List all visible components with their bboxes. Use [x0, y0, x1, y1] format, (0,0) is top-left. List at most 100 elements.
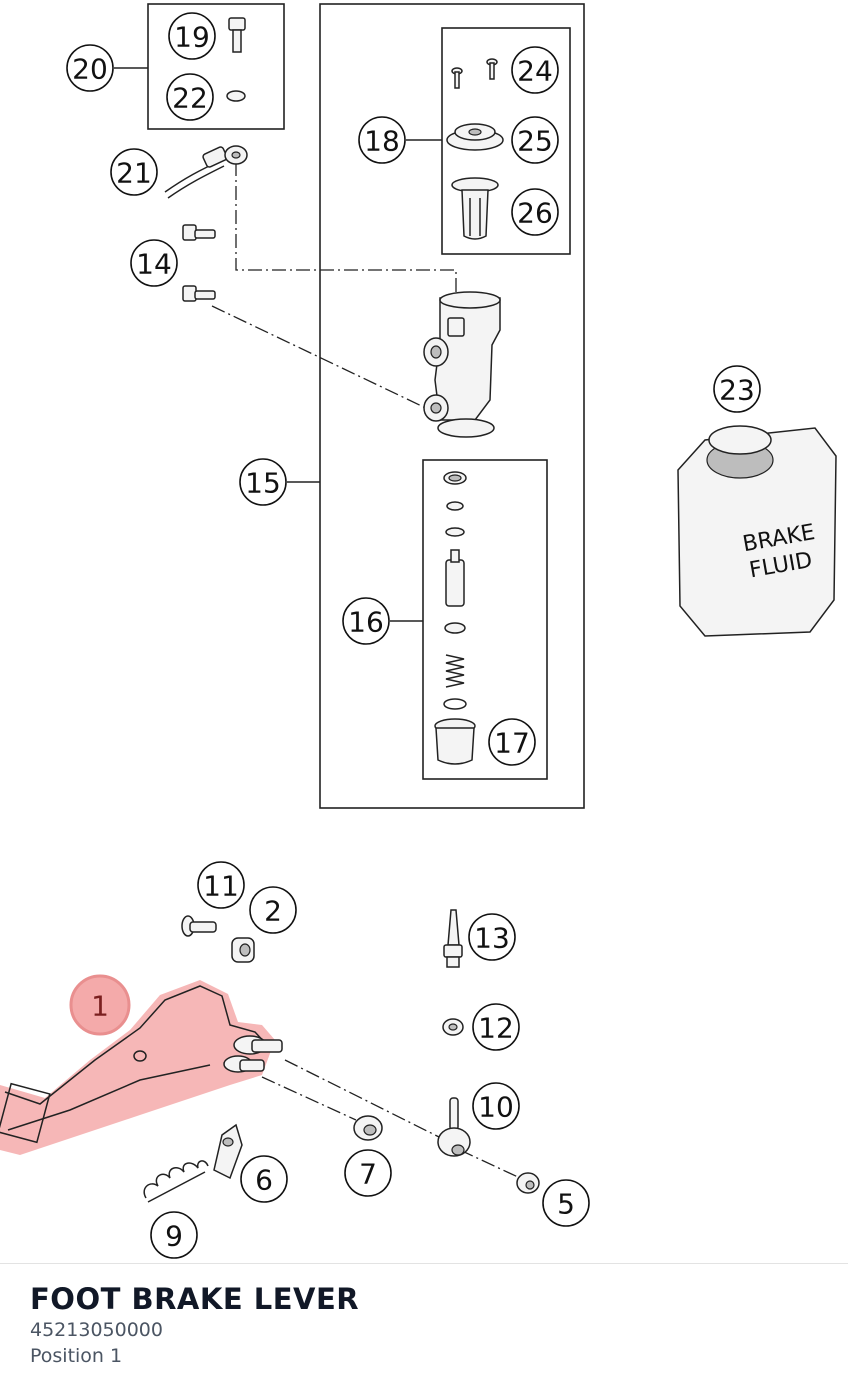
callout-layer: 20 19 22 21 14 18 24 25 26 15 16 17 23 11 2 13 12 1 10 6 7 5 9 [66, 12, 761, 1259]
callout-number: 21 [116, 157, 152, 190]
brake-fluid-bottle-23-icon [677, 425, 837, 637]
callout-number: 20 [72, 53, 108, 86]
assembly-line-bolt-14 [211, 305, 431, 411]
callout-number: 16 [348, 606, 384, 639]
callout-number: 9 [165, 1220, 183, 1253]
callout-circle [468, 913, 516, 961]
assembly-line-pivot-lower [261, 1076, 357, 1121]
callout-1[interactable]: 1 [69, 974, 131, 1036]
callout-number: 12 [478, 1012, 514, 1045]
callout-number: 22 [172, 82, 208, 115]
callout-number: 15 [245, 467, 281, 500]
screws-24-icon [451, 58, 498, 89]
bolt-19-icon [228, 17, 246, 53]
callout-21[interactable]: 21 [110, 148, 158, 196]
callout-23[interactable]: 23 [713, 365, 761, 413]
callout-6[interactable]: 6 [240, 1155, 288, 1203]
callout-number: 14 [136, 248, 172, 281]
callout-circle [472, 1082, 520, 1130]
callout-circle [66, 44, 114, 92]
callout-5[interactable]: 5 [542, 1179, 590, 1227]
assembly-line-fork [459, 1149, 521, 1179]
callout-circle [511, 116, 559, 164]
callout-number: 5 [557, 1188, 575, 1221]
callout-20[interactable]: 20 [66, 44, 114, 92]
callout-circle [472, 1003, 520, 1051]
callout-9[interactable]: 9 [150, 1211, 198, 1259]
bleed-screw-13-icon [443, 909, 463, 968]
callout-circle [713, 365, 761, 413]
callout-number: 18 [364, 125, 400, 158]
callout-circle [511, 46, 559, 94]
part-info-panel: FOOT BRAKE LEVER 45213050000 Position 1 [0, 1263, 848, 1391]
callout-circle [511, 188, 559, 236]
callout-24[interactable]: 24 [511, 46, 559, 94]
callout-circle [197, 861, 245, 909]
bolt-11-icon [181, 915, 217, 937]
callout-number: 1 [91, 990, 109, 1023]
callout-11[interactable]: 11 [197, 861, 245, 909]
callout-number: 24 [517, 55, 553, 88]
callout-circle [150, 1211, 198, 1259]
callout-circle [130, 239, 178, 287]
foot-brake-lever-1-icon [0, 980, 283, 1155]
callout-number: 19 [174, 21, 210, 54]
group-box-18 [441, 27, 571, 255]
callout-circle [240, 1155, 288, 1203]
callout-number: 10 [478, 1091, 514, 1124]
part-number: 45213050000 [30, 1319, 163, 1341]
callout-circle [249, 886, 297, 934]
callout-circle [110, 148, 158, 196]
callout-7[interactable]: 7 [344, 1149, 392, 1197]
master-cylinder-body-icon [423, 291, 501, 438]
callout-circle [239, 458, 287, 506]
bolt-14-upper-icon [182, 224, 216, 241]
callout-circle [69, 974, 131, 1036]
callout-16[interactable]: 16 [342, 597, 390, 645]
callout-circle [542, 1179, 590, 1227]
spring-9-icon [143, 1160, 209, 1203]
callout-number: 17 [494, 727, 530, 760]
callout-25[interactable]: 25 [511, 116, 559, 164]
callout-number: 23 [719, 374, 755, 407]
callout-number: 25 [517, 125, 553, 158]
part-position: Position 1 [30, 1345, 123, 1367]
callout-number: 11 [203, 870, 239, 903]
callout-number: 6 [255, 1164, 273, 1197]
callout-17[interactable]: 17 [488, 718, 536, 766]
part-title: FOOT BRAKE LEVER [30, 1282, 360, 1316]
bolt-14-lower-icon [182, 285, 216, 302]
callout-number: 7 [359, 1158, 377, 1191]
spring-bracket-6-icon [213, 1123, 243, 1180]
nut-12-icon [442, 1018, 464, 1036]
callout-14[interactable]: 14 [130, 239, 178, 287]
callout-circle [344, 1149, 392, 1197]
callout-18[interactable]: 18 [358, 116, 406, 164]
callout-circle [168, 12, 216, 60]
callout-2[interactable]: 2 [249, 886, 297, 934]
callout-number: 13 [474, 922, 510, 955]
callout-circle [166, 73, 214, 121]
boot-17-icon [434, 718, 476, 765]
callout-26[interactable]: 26 [511, 188, 559, 236]
callout-22[interactable]: 22 [166, 73, 214, 121]
callout-number: 26 [517, 197, 553, 230]
callout-13[interactable]: 13 [468, 913, 516, 961]
washer-22-icon [226, 90, 246, 102]
group-box-16 [422, 459, 548, 780]
callout-circle [488, 718, 536, 766]
group-box-20 [147, 3, 285, 130]
reservoir-cap-25-icon [446, 123, 504, 151]
callout-circle [358, 116, 406, 164]
collar-nut-7-icon [353, 1115, 383, 1141]
callout-15[interactable]: 15 [239, 458, 287, 506]
callout-19[interactable]: 19 [168, 12, 216, 60]
clevis-10-icon [437, 1097, 471, 1157]
reservoir-26-icon [451, 177, 499, 240]
piston-kit-16-icon [443, 471, 467, 710]
group-box-15 [319, 3, 585, 809]
bushing-2-icon [231, 937, 255, 963]
brake-hose-21-icon [164, 145, 248, 199]
callout-10[interactable]: 10 [472, 1082, 520, 1130]
callout-12[interactable]: 12 [472, 1003, 520, 1051]
